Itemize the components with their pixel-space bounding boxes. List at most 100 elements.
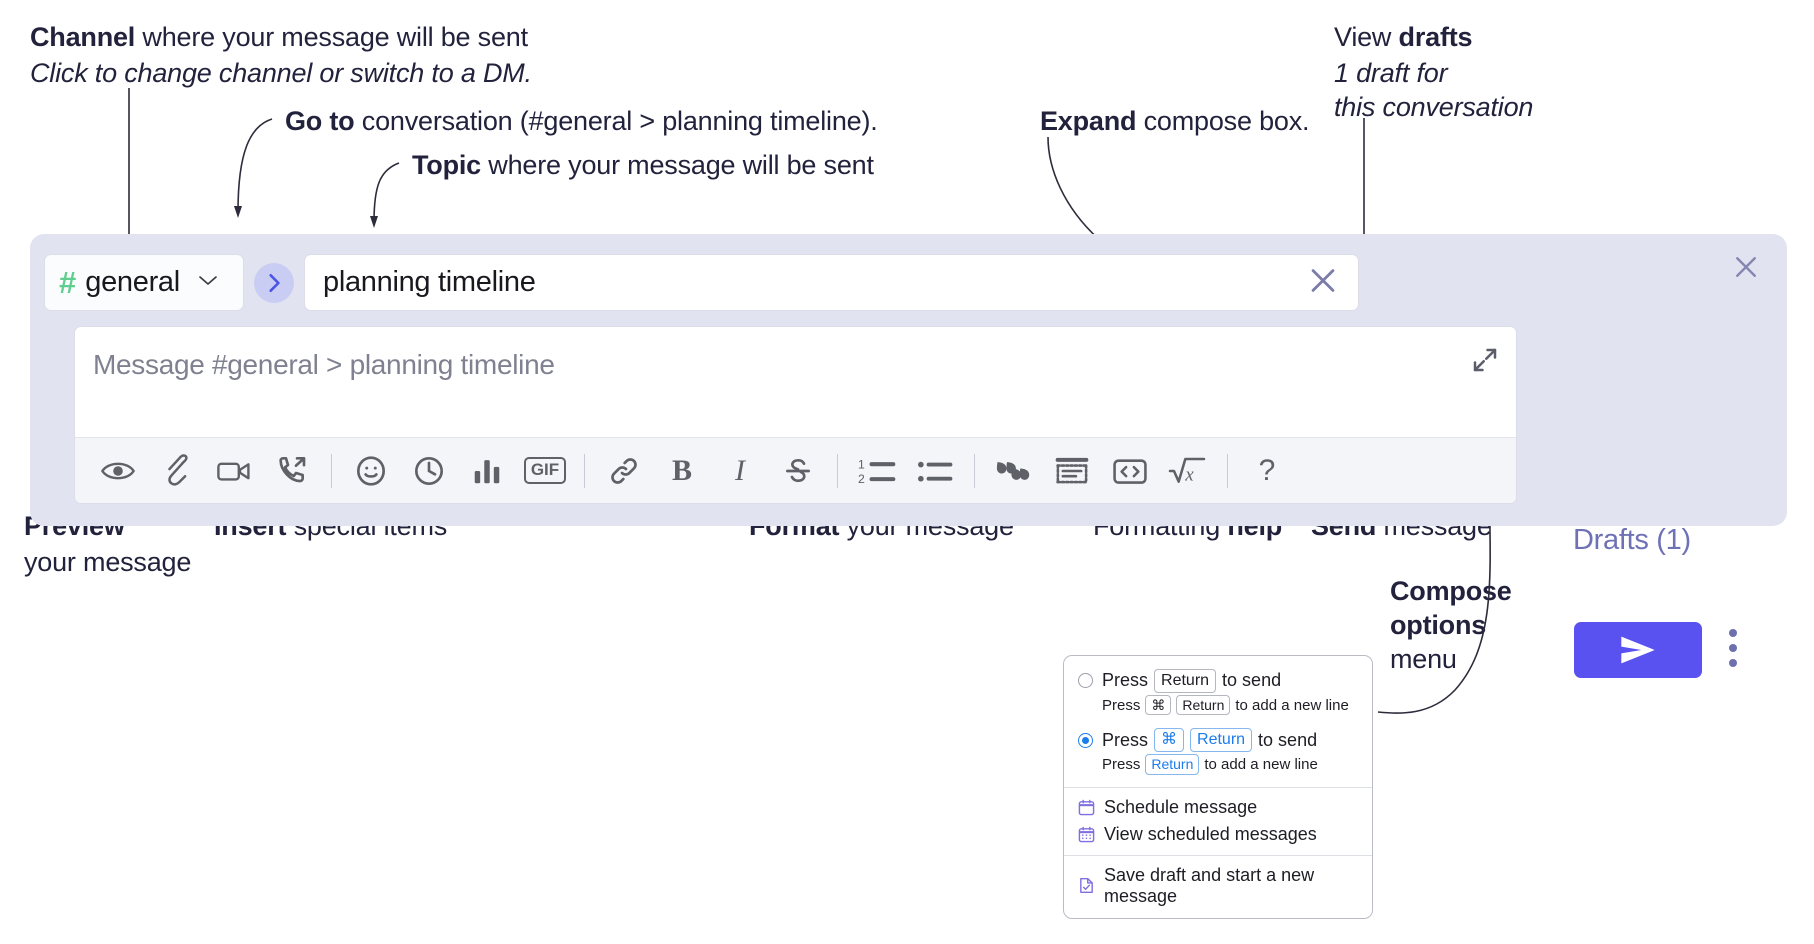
annotation-topic-bold: Topic [412, 150, 481, 180]
menu-option-1-sub-press: Press [1102, 696, 1141, 714]
close-panel-button[interactable] [1731, 252, 1761, 287]
menu-option-2-sub-rest: to add a new line [1204, 756, 1318, 774]
channel-name-label: general [85, 266, 180, 298]
compose-box: Drafts (1) # general [30, 234, 1787, 678]
toolbar-separator-3 [837, 453, 838, 488]
video-clip-button[interactable] [205, 445, 263, 497]
blockquote-button[interactable] [985, 445, 1043, 497]
code-icon [1113, 458, 1147, 484]
annotation-goto-rest: conversation (#general > planning timeli… [354, 106, 878, 136]
menu-item-save-draft-label: Save draft and start a new message [1104, 864, 1315, 906]
drafts-link[interactable]: Drafts (1) [1573, 524, 1691, 556]
annotation-compose-options: Compose options menu [1390, 576, 1512, 676]
hash-icon: # [59, 265, 77, 300]
poll-button[interactable] [458, 445, 516, 497]
menu-item-schedule-message-label: Schedule message [1104, 796, 1258, 817]
menu-option-return-to-send[interactable]: Press Return to send [1064, 666, 1372, 694]
radio-selected-icon[interactable] [1078, 732, 1093, 748]
menu-option-1-sub-key1: ⌘ [1145, 694, 1172, 716]
svg-text:x: x [1184, 464, 1194, 485]
preview-icon [100, 462, 136, 479]
compose-options-button[interactable] [1729, 629, 1737, 667]
ordered-list-icon: 1 2 [858, 457, 896, 486]
annotation-preview-line2: your message [24, 546, 192, 577]
menu-option-2-sub-press: Press [1102, 756, 1141, 774]
topic-input[interactable]: planning timeline [304, 254, 1359, 311]
save-draft-icon [1080, 878, 1093, 894]
emoji-button[interactable] [342, 445, 400, 497]
help-icon: ? [1258, 453, 1276, 487]
attachment-button[interactable] [147, 445, 205, 497]
link-button[interactable] [595, 445, 653, 497]
annotation-topic: Topic where your message will be sent [412, 150, 874, 182]
code-button[interactable] [1101, 445, 1159, 497]
topic-value: planning timeline [323, 266, 536, 298]
svg-text:1: 1 [858, 457, 865, 471]
formatting-help-button[interactable]: ? [1238, 445, 1296, 497]
menu-divider-2 [1064, 854, 1372, 856]
video-icon [217, 462, 250, 481]
close-icon [1311, 268, 1335, 292]
code-block-button[interactable] [1043, 445, 1101, 497]
expand-icon [1473, 348, 1497, 372]
expand-compose-button[interactable] [1470, 345, 1500, 380]
chevron-right-icon [269, 273, 280, 292]
link-icon [611, 457, 637, 484]
menu-option-2-sub-key: Return [1145, 754, 1200, 775]
annotation-compose-options-line1: Compose [1390, 576, 1512, 606]
ordered-list-button[interactable]: 1 2 [848, 445, 906, 497]
menu-option-1-tosend: to send [1222, 670, 1282, 691]
radio-unselected-icon[interactable] [1078, 673, 1093, 689]
more-options-icon-dot-1 [1729, 629, 1737, 637]
gif-icon: GIF [523, 457, 567, 484]
more-options-icon-dot-3 [1729, 659, 1737, 667]
message-input-area[interactable]: Message #general > planning timeline [74, 326, 1517, 504]
more-options-icon-dot-2 [1729, 644, 1737, 652]
bold-button[interactable]: B [653, 445, 711, 497]
annotation-topic-rest: where your message will be sent [481, 150, 874, 180]
annotation-expand: Expand compose box. [1040, 106, 1310, 138]
reminder-button[interactable] [400, 445, 458, 497]
annotation-goto-bold: Go to [285, 106, 355, 136]
annotation-channel: Channel where your message will be sent … [30, 22, 532, 90]
calendar-view-icon [1078, 826, 1095, 843]
emoji-icon [357, 455, 385, 486]
annotation-channel-rest: where your message will be sent [135, 22, 528, 52]
gif-button[interactable]: GIF [516, 445, 574, 497]
menu-item-save-draft[interactable]: Save draft and start a new message [1064, 862, 1372, 910]
annotation-channel-italic: Click to change channel or switch to a D… [30, 57, 532, 88]
annotation-expand-bold: Expand [1040, 106, 1137, 136]
toolbar-separator-5 [1227, 453, 1228, 488]
svg-text:2: 2 [858, 472, 865, 486]
menu-item-view-scheduled[interactable]: View scheduled messages [1064, 821, 1372, 848]
bulleted-list-icon [918, 461, 953, 482]
attachment-icon [168, 453, 188, 486]
toolbar-separator-2 [584, 453, 585, 488]
menu-item-schedule-message[interactable]: Schedule message [1064, 794, 1372, 821]
menu-option-2-text: Press ⌘ Return to send [1102, 728, 1317, 753]
channel-selector[interactable]: # general [44, 254, 244, 311]
poll-icon [474, 459, 500, 483]
compose-inner: # general planning timeline [30, 234, 1545, 526]
annotation-channel-bold: Channel [30, 22, 136, 52]
menu-option-cmd-return-to-send[interactable]: Press ⌘ Return to send [1064, 725, 1372, 753]
menu-option-1-sub-rest: to add a new line [1235, 696, 1349, 714]
strikethrough-button[interactable] [769, 445, 827, 497]
topic-clear-button[interactable] [1306, 263, 1340, 302]
goto-conversation-button[interactable] [254, 262, 294, 303]
bulleted-list-button[interactable] [906, 445, 964, 497]
math-icon: x [1168, 457, 1206, 485]
math-button[interactable]: x [1159, 445, 1217, 497]
bold-icon: B [671, 453, 692, 487]
send-button[interactable] [1574, 622, 1702, 678]
audio-huddle-icon [279, 456, 306, 482]
compose-header-row: # general planning timeline [44, 254, 1359, 311]
italic-button[interactable]: I [711, 445, 769, 497]
annotation-drafts-rest: View [1334, 22, 1399, 52]
send-icon [1621, 636, 1655, 664]
compose-options-menu: Press Return to send Press ⌘ Return to a… [1063, 655, 1373, 919]
calendar-schedule-icon [1078, 799, 1095, 816]
preview-button[interactable] [89, 445, 147, 497]
menu-divider-1 [1064, 786, 1372, 788]
audio-clip-button[interactable] [263, 445, 321, 497]
